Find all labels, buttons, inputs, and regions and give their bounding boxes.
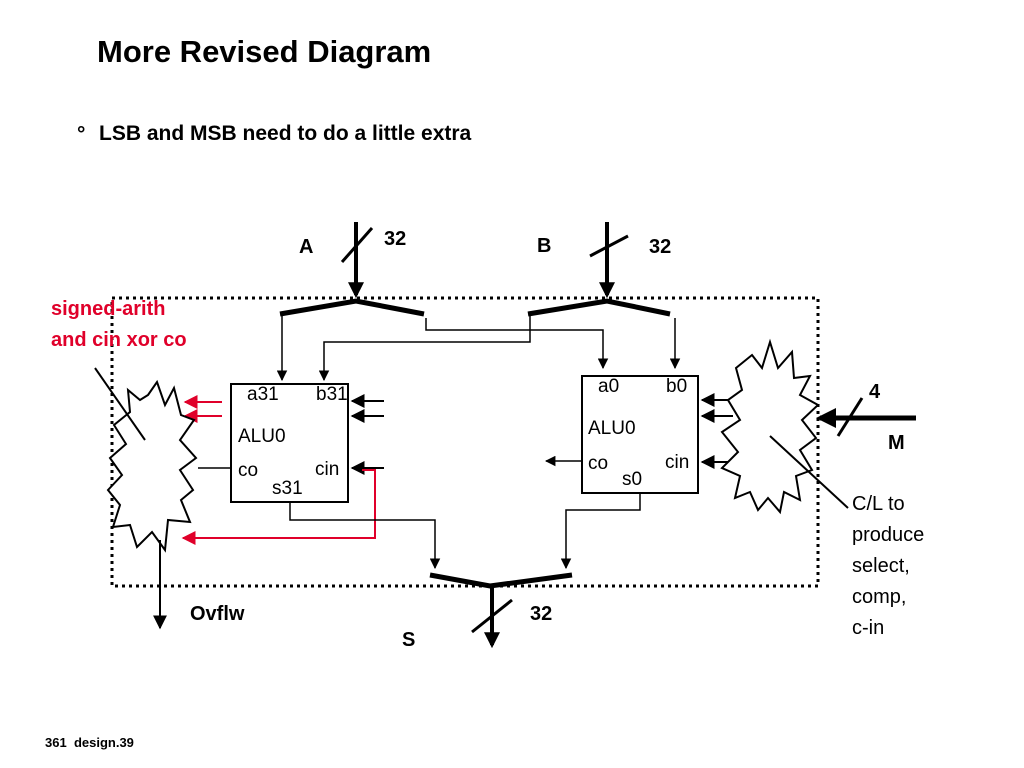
- msb-note: signed-arith and cin xor co: [51, 294, 187, 356]
- bullet-icon: °: [77, 123, 86, 146]
- overflow-logic-starburst: [106, 379, 198, 553]
- bus-m: [816, 397, 916, 437]
- alu-msb-co-label: co: [238, 460, 259, 481]
- msb-control-arrows: [350, 394, 384, 475]
- input-b-label: B: [537, 235, 552, 257]
- output-label: S: [402, 629, 416, 651]
- overflow-label: Ovflw: [190, 603, 245, 625]
- alu-lsb-co-label: co: [588, 453, 609, 474]
- footer-page-number: 361: [45, 735, 67, 750]
- input-a-label: A: [299, 236, 314, 258]
- control-logic-pointer: [769, 435, 849, 509]
- bus-a: [276, 222, 609, 382]
- input-b-width: 32: [649, 236, 672, 258]
- overflow-logic-wires: [181, 395, 376, 545]
- control-logic-note: C/L to produce select, comp, c-in: [852, 489, 924, 644]
- output-width: 32: [530, 603, 553, 625]
- alu-lsb-a-label: a0: [598, 376, 620, 397]
- cl-note-line: select,: [852, 555, 910, 577]
- overflow-logic-pointer: [94, 367, 146, 441]
- alu-lsb-b-label: b0: [666, 376, 688, 397]
- msb-note-line1: signed-arith: [51, 298, 166, 320]
- msb-note-line2: and cin xor co: [51, 329, 187, 351]
- control-label: M: [888, 432, 905, 454]
- control-width: 4: [869, 381, 881, 403]
- sum-outputs: [289, 493, 641, 589]
- alu-lsb-s-label: s0: [622, 469, 643, 490]
- control-logic-starburst: [720, 338, 820, 515]
- bit-slice-boundary: [110, 296, 820, 588]
- cl-note-line: produce: [852, 524, 925, 546]
- cl-note-line: C/L to: [852, 493, 905, 515]
- bullet-text: LSB and MSB need to do a little extra: [99, 122, 472, 145]
- alu-lsb-box: [581, 375, 699, 494]
- bus-b: [318, 222, 681, 382]
- alu-msb-b-label: b31: [316, 384, 348, 405]
- input-a-width: 32: [384, 228, 407, 250]
- alu-msb-box: [230, 383, 349, 503]
- alu-msb-a-label: a31: [247, 384, 279, 405]
- cl-note-line: comp,: [852, 586, 907, 608]
- slide-footer: 361 design.39: [45, 735, 134, 750]
- alu-msb-s-label: s31: [272, 478, 303, 499]
- footer-reference: design.39: [73, 735, 134, 750]
- alu-lsb-name: ALU0: [588, 418, 636, 439]
- alu-msb-name: ALU0: [238, 426, 286, 447]
- slide-title: More Revised Diagram: [97, 34, 432, 69]
- bus-s: [471, 586, 513, 649]
- cl-note-line: c-in: [852, 617, 885, 639]
- alu-lsb-cin-label: cin: [665, 452, 690, 473]
- alu-msb-cin-label: cin: [315, 459, 340, 480]
